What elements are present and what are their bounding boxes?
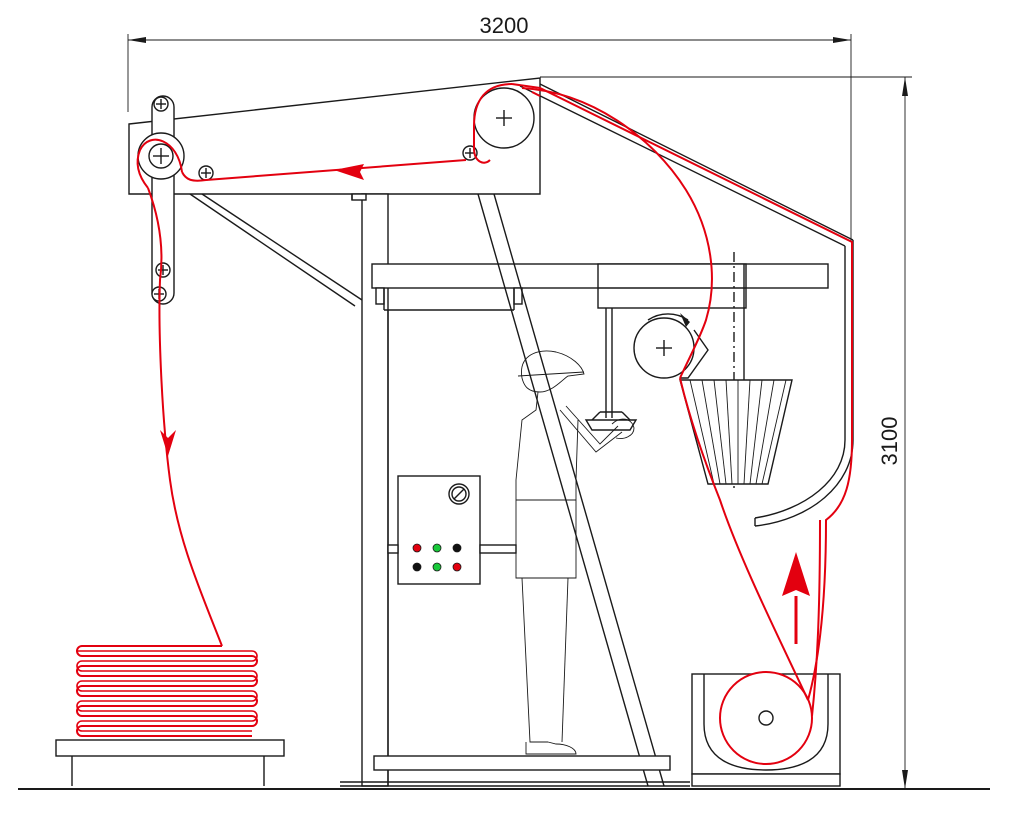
machine-base — [340, 755, 690, 787]
indicator-light[interactable] — [432, 543, 442, 553]
indicator-light[interactable] — [452, 543, 462, 553]
arrow-down-icon — [160, 430, 176, 456]
guide-roller-2 — [155, 262, 171, 278]
diagonal-brace-left — [189, 193, 363, 307]
height-dimension: 3100 — [540, 76, 912, 789]
arrow-left-icon — [334, 164, 364, 180]
indicator-light[interactable] — [412, 543, 422, 553]
feed-roller — [633, 313, 709, 379]
width-dimension-label: 3200 — [480, 13, 529, 38]
guide-roller-1 — [198, 165, 214, 181]
indicator-light[interactable] — [412, 562, 422, 572]
folded-fabric-stack — [76, 645, 258, 737]
top-small-roller — [153, 96, 169, 112]
hanger-rods — [605, 252, 745, 490]
long-diagonal-strut — [477, 193, 665, 787]
stack-table — [55, 739, 285, 786]
operator-figure — [515, 350, 635, 755]
fabric-path — [136, 83, 853, 717]
indicator-light[interactable] — [432, 562, 442, 572]
guide-rail-arm — [519, 83, 854, 527]
gauge-icon — [448, 483, 470, 505]
arrow-up-icon — [782, 552, 810, 644]
indicator-light[interactable] — [452, 562, 462, 572]
horizontal-beam — [371, 263, 829, 311]
control-panel — [387, 475, 517, 585]
top-head-frame — [128, 77, 541, 195]
right-main-roller — [473, 87, 535, 149]
hand-wheel — [584, 411, 638, 431]
height-dimension-label: 3100 — [877, 417, 902, 466]
width-dimension: 3200 — [127, 13, 852, 242]
left-main-roller — [137, 132, 185, 180]
pleated-basket — [679, 379, 793, 485]
fabric-roll — [719, 671, 813, 765]
